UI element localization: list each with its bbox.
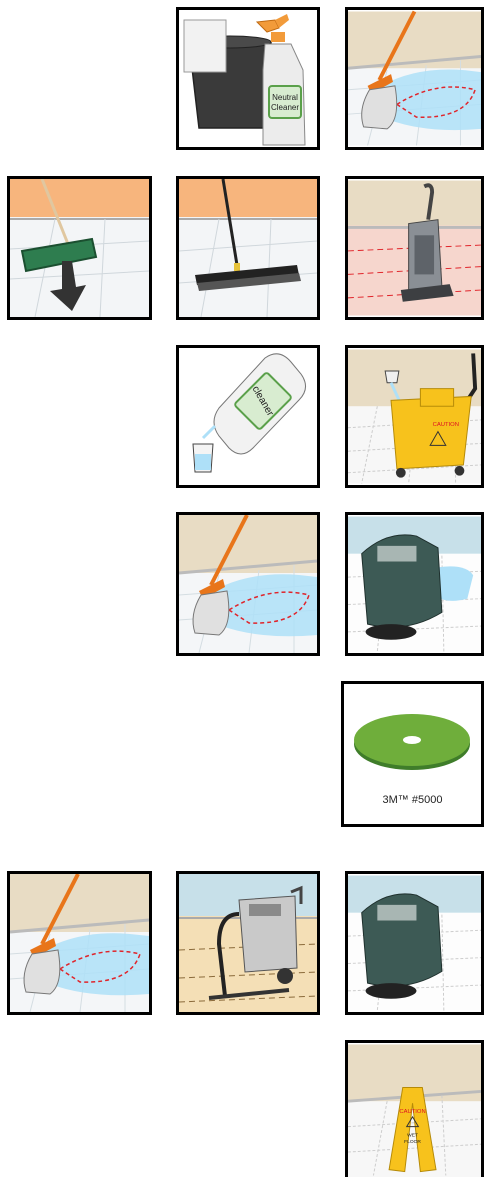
dust-mop-with-arrow-illustration [10, 179, 149, 317]
pouring-cleaner-illustration: cleaner [179, 348, 317, 485]
upright-vacuum-illustration [348, 179, 481, 317]
auto-scrubber-tile-1 [345, 512, 484, 656]
mop-tile-3 [7, 871, 152, 1015]
mop-bucket-wringer-illustration: CAUTION [348, 348, 481, 485]
cleaner-label: Cleaner [271, 103, 299, 112]
bucket-caution-text: CAUTION [433, 422, 459, 428]
floor-pad-tile: 3M™ #5000 [341, 681, 484, 827]
wet-mop-floor-illustration [10, 874, 149, 1012]
mop-bucket-tile: CAUTION [345, 345, 484, 488]
wet-vacuum-illustration [179, 874, 317, 1012]
wet-floor-sign-tile: CAUTION WET FLOOR [345, 1040, 484, 1177]
push-broom-tile [176, 176, 320, 320]
push-broom-illustration [179, 179, 317, 317]
sign-floor-text: FLOOR [404, 1139, 421, 1145]
auto-scrubber-machine-illustration [348, 515, 481, 653]
cleaner-jug-tile: cleaner [176, 345, 320, 488]
wet-mop-floor-illustration [179, 515, 317, 653]
vacuum-tile [345, 176, 484, 320]
wet-vacuum-tile [176, 871, 320, 1015]
mop-tile-2 [176, 512, 320, 656]
neutral-label: Neutral [272, 93, 298, 102]
wet-mop-floor-illustration [348, 10, 481, 147]
sign-caution-text: CAUTION [399, 1109, 425, 1115]
auto-scrubber-machine-illustration [348, 874, 481, 1012]
mop-tile-1 [345, 7, 484, 150]
bucket-and-spray-bottle-illustration: Neutral Cleaner [179, 10, 317, 147]
dust-mop-tile [7, 176, 152, 320]
auto-scrubber-tile-2 [345, 871, 484, 1015]
sign-wet-text: WET [407, 1132, 418, 1138]
neutral-cleaner-tile: Neutral Cleaner [176, 7, 320, 150]
pad-label: 3M™ #5000 [344, 794, 481, 806]
wet-floor-sign-illustration: CAUTION WET FLOOR [348, 1043, 481, 1177]
